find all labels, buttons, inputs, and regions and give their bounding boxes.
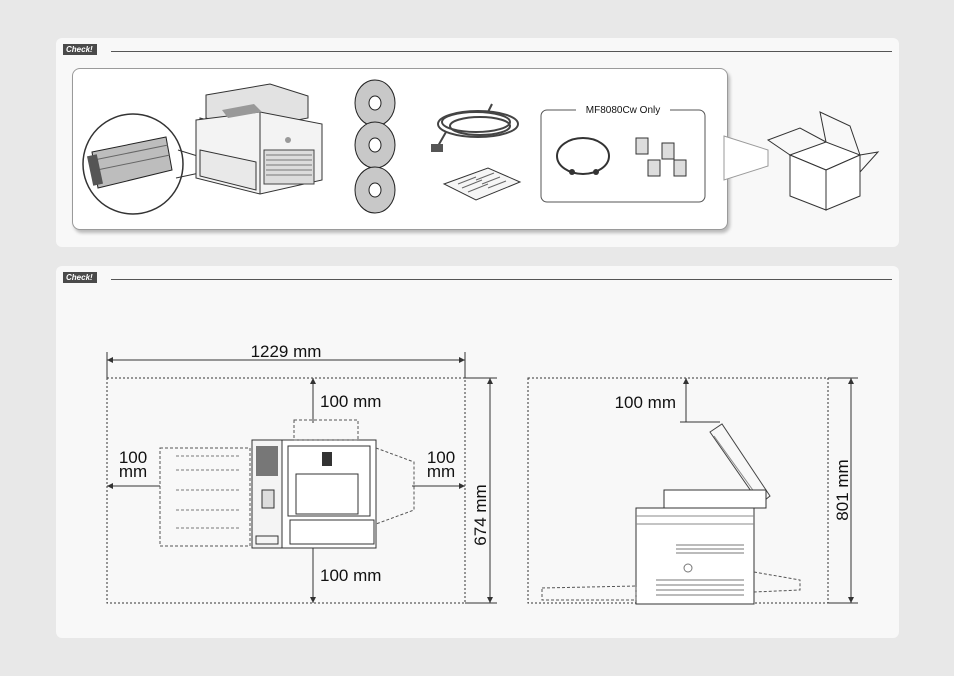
- side-top-clearance-label: 100 mm: [615, 393, 676, 412]
- side-view-clearance-area: [527, 377, 829, 604]
- box-icon: [766, 111, 880, 211]
- top-view-clearance-area: [106, 377, 466, 604]
- cd-rom-icon: [354, 79, 396, 214]
- mf8080cw-only-box: [540, 109, 706, 203]
- side-height-total-label: 801 mm: [833, 459, 852, 520]
- left-clearance-label-2: mm: [119, 462, 147, 481]
- left-clearance-label-1: 100: [119, 448, 147, 467]
- check-badge: Check!: [63, 272, 97, 283]
- printer-side-view: [541, 423, 801, 605]
- right-clearance-label-1: 100: [427, 448, 455, 467]
- bottom-clearance-label: 100 mm: [320, 566, 381, 585]
- right-clearance-label-2: mm: [427, 462, 455, 481]
- check-header: Check!: [63, 44, 892, 56]
- header-rule: [111, 51, 892, 52]
- width-total-label: 1229 mm: [251, 342, 322, 361]
- mf-only-label: MF8080Cw Only: [586, 105, 660, 116]
- check-badge: Check!: [63, 44, 97, 55]
- printer-icon: [195, 83, 323, 195]
- toner-clip-icon: [635, 137, 687, 177]
- printer-top-view: [159, 419, 415, 549]
- depth-total-label: 674 mm: [471, 484, 490, 545]
- antenna-cable-icon: [556, 137, 610, 175]
- header-rule: [111, 279, 892, 280]
- toner-cartridge-icon: [82, 113, 205, 215]
- check-header: Check!: [63, 272, 892, 284]
- installation-space-panel: Check!: [56, 266, 899, 638]
- top-clearance-label: 100 mm: [320, 392, 381, 411]
- label-sheet-icon: [442, 167, 522, 201]
- power-cord-icon: [431, 103, 519, 152]
